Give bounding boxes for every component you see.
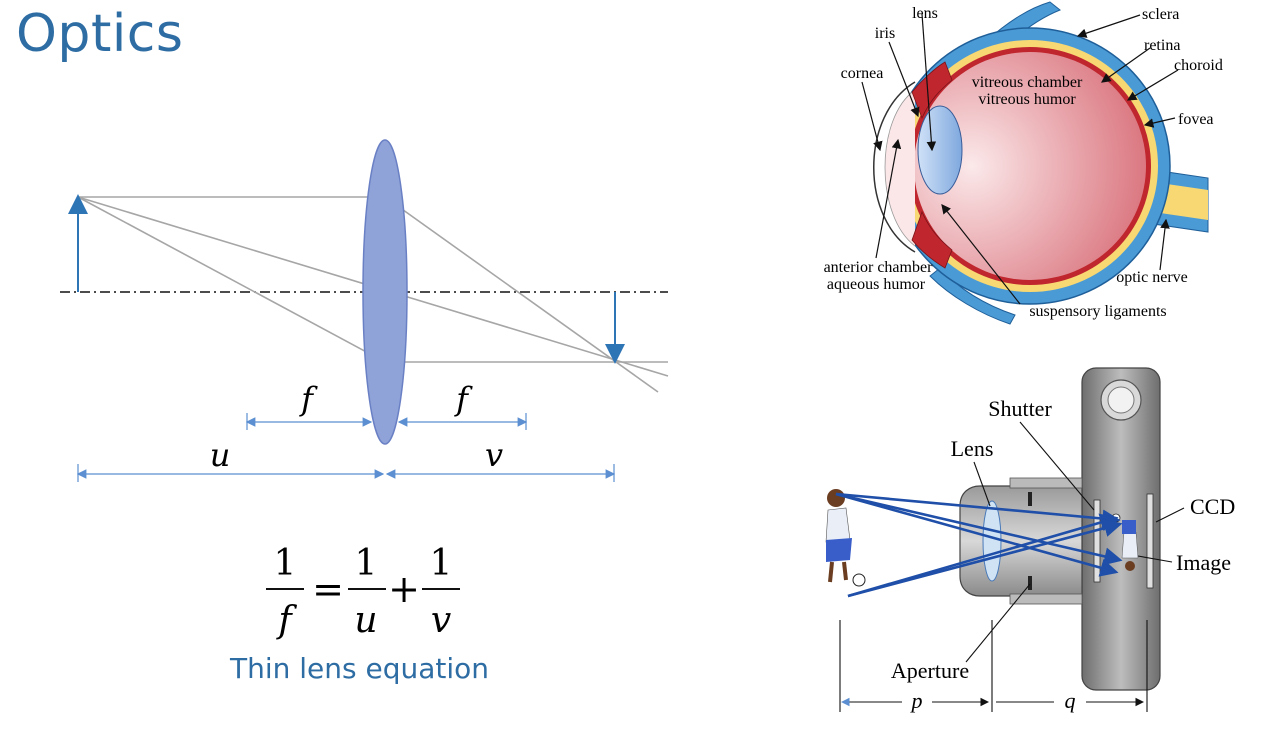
camera-label-p: p xyxy=(910,688,923,713)
eye-label-vitreous-humor: vitreous humor xyxy=(978,91,1076,108)
aperture-bottom xyxy=(1028,576,1032,590)
muscle-bottom xyxy=(929,267,1016,325)
eye-label-iris: iris xyxy=(875,25,895,42)
object-distance-label: u xyxy=(210,436,231,474)
camera-label-ccd: CCD xyxy=(1190,494,1235,519)
equation-caption: Thin lens equation xyxy=(230,652,490,685)
eq-lhs-numerator: 1 xyxy=(274,543,297,584)
eye-label-suspensory-ligaments: suspensory ligaments xyxy=(1029,303,1166,320)
image-distance-label: v xyxy=(485,436,503,474)
eye-label-retina: retina xyxy=(1144,37,1180,54)
thin-lens-equation: 1 f = 1 u + 1 v xyxy=(266,543,460,641)
eye-label-choroid: choroid xyxy=(1174,57,1223,74)
aperture-top xyxy=(1028,492,1032,506)
inverted-image-figure xyxy=(1111,513,1139,571)
eye-label-lens: lens xyxy=(912,5,938,22)
lens-barrel xyxy=(959,485,1083,597)
eq-lhs-denominator: f xyxy=(275,600,297,641)
camera-label-lens: Lens xyxy=(951,436,994,461)
page-title: Optics xyxy=(16,4,184,64)
vitreous-chamber xyxy=(914,52,1146,280)
eye-label-cornea: cornea xyxy=(841,65,884,82)
camera-label-image: Image xyxy=(1176,550,1231,575)
ccd-sensor xyxy=(1146,493,1154,589)
eye-diagram: lens iris cornea sclera retina choroid f… xyxy=(824,1,1223,325)
eq-term2-denominator: v xyxy=(431,600,451,641)
convex-lens xyxy=(362,139,408,445)
focal-label-right: f xyxy=(454,380,473,418)
eq-term2-numerator: 1 xyxy=(430,543,453,584)
cornea xyxy=(873,81,916,253)
eq-plus: + xyxy=(388,567,420,611)
camera-label-q: q xyxy=(1065,688,1076,713)
eq-term1-denominator: u xyxy=(354,600,377,641)
iris-top xyxy=(911,61,953,120)
eye-label-fovea: fovea xyxy=(1178,111,1214,128)
camera-label-shutter: Shutter xyxy=(988,396,1052,421)
eq-term1-numerator: 1 xyxy=(355,543,378,584)
camera-rays xyxy=(835,492,1123,598)
focal-label-left: f xyxy=(299,380,318,418)
camera-lens xyxy=(982,500,1002,582)
eye-label-sclera: sclera xyxy=(1142,6,1179,23)
camera-label-aperture: Aperture xyxy=(891,658,969,683)
iris-bottom xyxy=(911,210,953,269)
eye-label-optic-nerve: optic nerve xyxy=(1116,269,1188,286)
camera-diagram: Shutter Lens CCD Image Aperture p q xyxy=(825,367,1235,713)
eye-label-aqueous-humor: aqueous humor xyxy=(827,276,926,293)
soccer-player-figure xyxy=(825,489,866,587)
shutter xyxy=(1093,499,1101,583)
eye-lens xyxy=(917,105,963,195)
eye-label-vitreous-chamber: vitreous chamber xyxy=(972,74,1083,91)
eye-label-anterior-chamber: anterior chamber xyxy=(824,259,934,276)
dimension-lines xyxy=(76,413,616,482)
eq-equals: = xyxy=(312,567,344,611)
